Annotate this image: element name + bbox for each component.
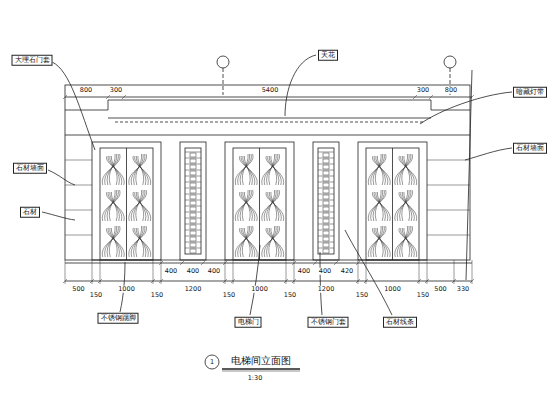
dimension-text: 150 (355, 292, 369, 299)
door-frame (225, 142, 294, 260)
grid-bubble (217, 56, 229, 68)
dimension-line (65, 281, 472, 282)
dimension-text: 5400 (261, 87, 280, 94)
dimension-text: 300 (416, 87, 430, 94)
leader-line (52, 62, 95, 150)
callout-label: 暗藏灯带 (513, 87, 547, 98)
door-frame (92, 142, 161, 260)
title-number: 1 (209, 359, 215, 366)
dimension-text: 800 (444, 87, 458, 94)
leader-line (48, 170, 75, 185)
callout-label: 电梯门 (235, 317, 262, 328)
decor-strip (313, 142, 339, 260)
door-frame (358, 142, 427, 260)
elevation-frame (65, 85, 470, 260)
dimension-text: 300 (109, 87, 123, 94)
drawing-title: 电梯间立面图 (230, 356, 292, 366)
dimension-text: 1000 (250, 286, 269, 293)
grid-bubble (444, 56, 456, 68)
dimension-text: 1000 (383, 286, 402, 293)
dimension-text: 1000 (117, 286, 136, 293)
callout-label: 石材 (20, 207, 40, 218)
callout-label: 不锈钢门套 (308, 317, 349, 328)
elevator-door (233, 148, 286, 260)
leader-line (320, 252, 322, 315)
dimension-text: 150 (89, 292, 103, 299)
dimension-text: 800 (79, 87, 93, 94)
dimension-text: 400 (318, 268, 332, 275)
decor-strip (180, 142, 206, 260)
scale-text: 1:30 (247, 375, 264, 382)
leader-line (420, 92, 512, 124)
dimension-text: 500 (71, 286, 85, 293)
dimension-text: 150 (416, 292, 430, 299)
title-bubble (205, 355, 219, 369)
dimension-text: 420 (340, 268, 354, 275)
dimension-text: 150 (150, 292, 164, 299)
leader-line (285, 55, 316, 116)
dimension-text: 330 (456, 286, 470, 293)
title-underline (222, 368, 300, 369)
ceiling-step (65, 100, 470, 110)
callout-label: 不锈钢踢脚 (98, 313, 139, 324)
dimension-text: 400 (186, 268, 200, 275)
callout-label: 大理石门套 (12, 55, 53, 66)
dimension-line (65, 263, 472, 264)
leader-line (465, 148, 512, 160)
callout-label: 石材线条 (383, 317, 417, 328)
leader-line (42, 212, 75, 220)
callout-label: 石材墙面 (13, 163, 47, 174)
dimension-text: 150 (283, 292, 297, 299)
dimension-text: 400 (207, 268, 221, 275)
dimension-text: 1200 (184, 286, 203, 293)
callout-label: 石材墙面 (513, 143, 547, 154)
dimension-text: 150 (222, 292, 236, 299)
elevator-door (100, 148, 153, 260)
leader-line (250, 245, 260, 315)
elevator-door (366, 148, 419, 260)
dimension-text: 400 (297, 268, 311, 275)
dimension-text: 500 (433, 286, 447, 293)
dimension-line (65, 97, 472, 98)
callout-label: 天花 (318, 50, 338, 61)
dimension-text: 1200 (317, 286, 336, 293)
dimension-text: 400 (164, 268, 178, 275)
